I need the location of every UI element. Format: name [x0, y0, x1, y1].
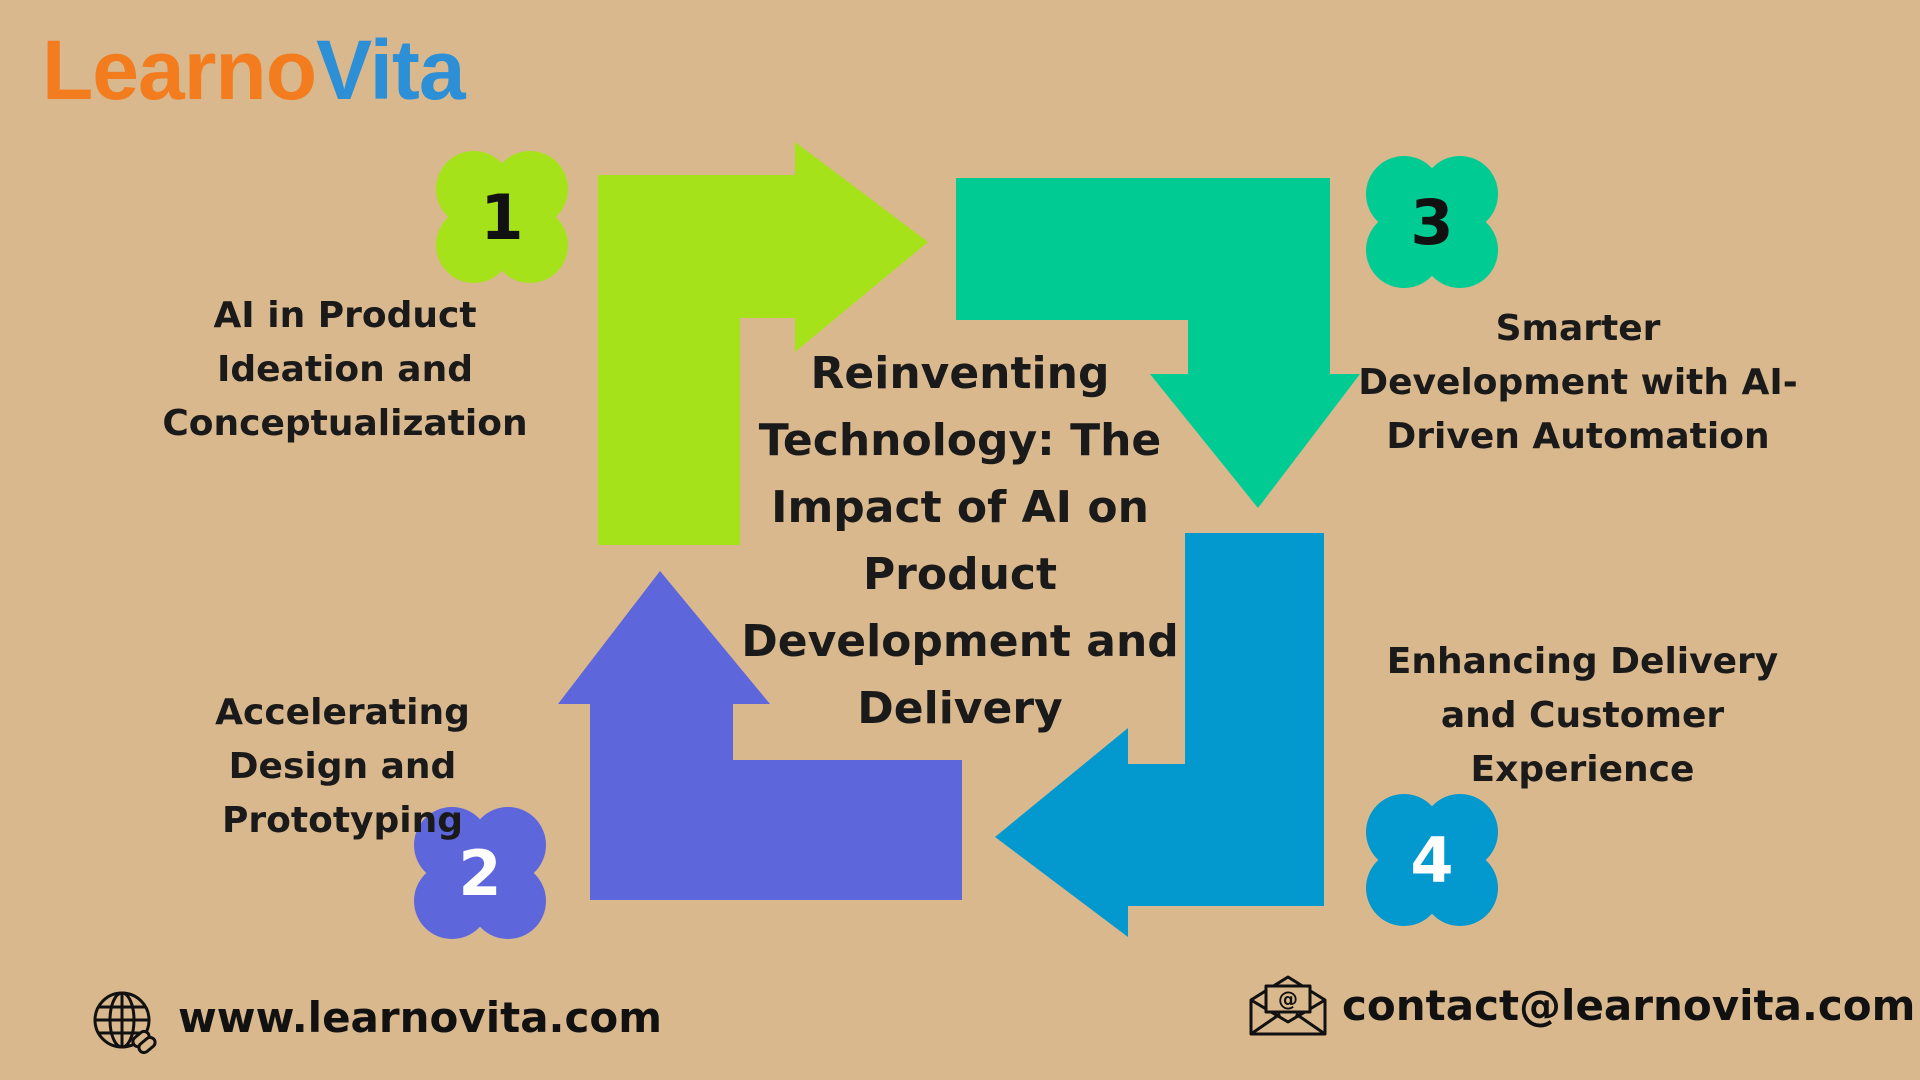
badge-4 [1366, 794, 1498, 926]
step-label-2: Accelerating Design and Prototyping [215, 692, 470, 841]
badge-2 [414, 807, 546, 939]
svg-text:@: @ [1278, 987, 1298, 1011]
badge-1 [436, 151, 568, 283]
globe-icon [93, 991, 157, 1055]
arrow-step-2 [558, 571, 962, 900]
center-title: Reinventing Technology: The Impact of AI… [741, 348, 1179, 734]
website-link[interactable]: www.learnovita.com [178, 993, 663, 1042]
envelope-icon: @ [1249, 975, 1327, 1036]
step-number-2: 2 [458, 836, 502, 910]
arrow-step-3 [956, 178, 1360, 508]
arrow-step-1 [598, 142, 928, 545]
step-label-1: AI in Product Ideation and Conceptualiza… [162, 295, 528, 444]
step-label-3: Smarter Development with AI-Driven Autom… [1358, 308, 1798, 457]
step-label-4: Enhancing Delivery and Customer Experien… [1386, 641, 1779, 790]
arrow-step-4 [995, 533, 1324, 937]
logo-part-vita: Vita [316, 23, 466, 117]
step-number-4: 4 [1410, 823, 1454, 897]
logo: LearnoVita [42, 28, 466, 112]
logo-part-learno: Learno [42, 23, 317, 117]
email-link[interactable]: contact@learnovita.com [1342, 981, 1916, 1030]
badge-3 [1366, 156, 1498, 288]
step-number-1: 1 [480, 180, 524, 254]
step-number-3: 3 [1410, 185, 1454, 259]
